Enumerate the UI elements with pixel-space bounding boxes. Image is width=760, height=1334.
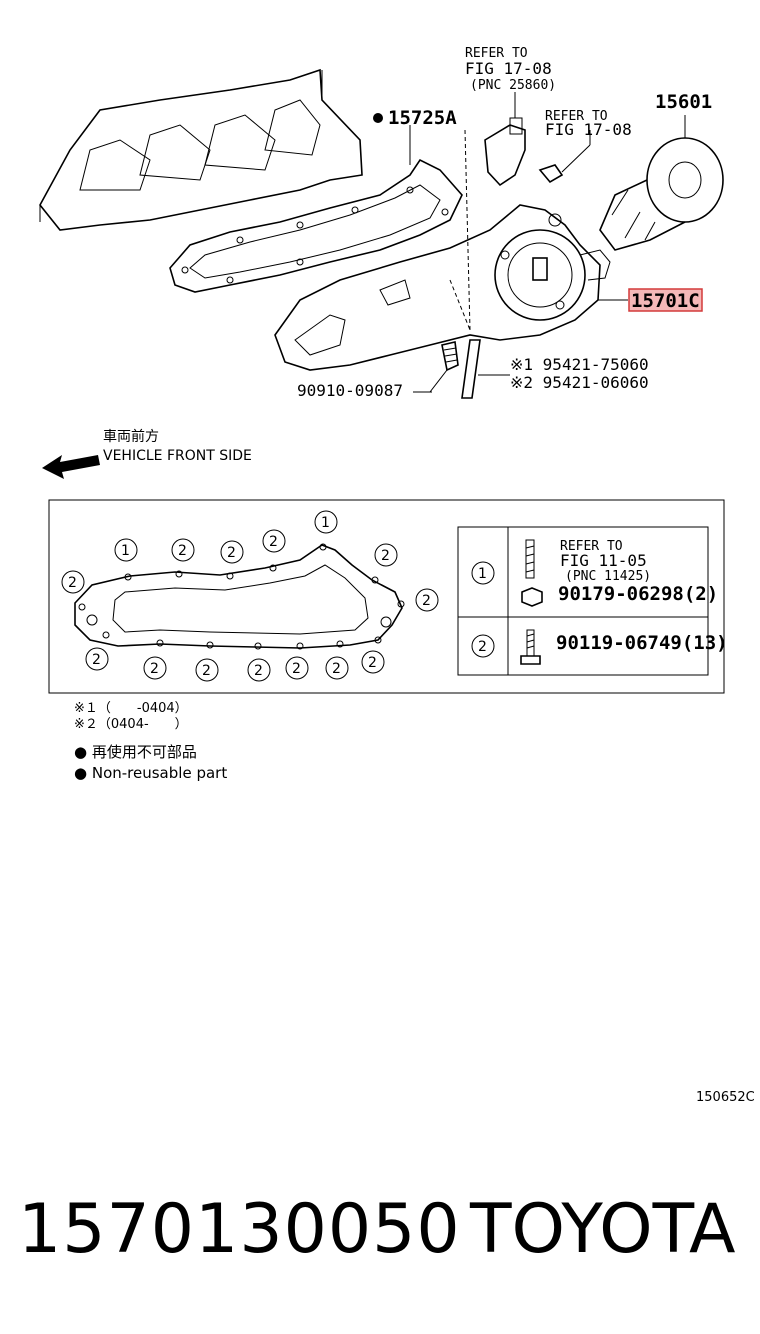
filter-housing-drawing [274, 129, 611, 371]
pipe-drawing [461, 339, 510, 399]
diagram-ref-code: 150652C [696, 1090, 755, 1105]
gasket-drawing [169, 158, 463, 293]
stud-bolt-part-number: 90910-09087 [297, 381, 403, 400]
engine-block-drawing [39, 68, 363, 231]
gasket-mark-left-1: 2 [61, 570, 85, 594]
svg-text:2: 2 [381, 548, 390, 564]
parts-diagram: REFER TO FIG 17-08 (PNC 25860) REFER TO … [39, 46, 728, 782]
sensor-ref-line3: (PNC 25860) [470, 78, 556, 93]
sensor-ref-line1: REFER TO [465, 46, 528, 61]
footer-part-number: 1570130050 [18, 1190, 461, 1269]
gasket-mark-top-3: 2 [220, 540, 244, 564]
stud-bolt-drawing [429, 341, 459, 393]
gasket-mark-bottom-4: 2 [247, 658, 271, 682]
bolt-icon [520, 629, 541, 665]
gasket-mark-bottom-7: 2 [361, 650, 385, 674]
legend-row2-part: 90119-06749(13) [556, 632, 728, 654]
svg-text:2: 2 [368, 655, 377, 671]
svg-text:2: 2 [332, 661, 341, 677]
non-reusable-dot-icon [373, 113, 383, 123]
sensor-drawing [484, 92, 526, 187]
footer-brand: TOYOTA [470, 1190, 736, 1269]
legend-row1-ref3: (PNC 11425) [565, 569, 651, 584]
long-bolt-icon [525, 539, 535, 579]
legend-row1-ref1: REFER TO [560, 539, 623, 554]
small-bolt-drawing [538, 130, 591, 184]
note-nonreusable-jp: ● 再使用不可部品 [74, 743, 197, 761]
bolt-ref-line2: FIG 17-08 [545, 120, 632, 139]
legend-row1-num: 1 [478, 566, 487, 582]
gasket-mark-top-2: 2 [171, 538, 195, 562]
svg-text:1: 1 [121, 543, 130, 559]
pipe-part-number-a: ※1 95421-75060 [510, 355, 649, 374]
oil-filter-drawing [599, 115, 724, 251]
legend-row1-ref2: FIG 11-05 [560, 551, 647, 570]
gasket-mark-bottom-3: 2 [195, 658, 219, 682]
legend-table: 1 REFER TO FIG 11-05 (PNC 11425) 90179-0… [457, 526, 728, 676]
svg-text:2: 2 [202, 663, 211, 679]
legend-row1-part: 90179-06298(2) [558, 583, 718, 605]
gasket-mark-bottom-5: 2 [285, 656, 309, 680]
front-arrow-icon [42, 455, 100, 479]
note-1: ※１（ -0404） [74, 701, 188, 716]
gasket-part-number: 15725A [388, 107, 457, 129]
svg-text:2: 2 [227, 545, 236, 561]
direction-label-en: VEHICLE FRONT SIDE [103, 448, 252, 464]
svg-text:2: 2 [68, 575, 77, 591]
gasket-mark-top-6: 2 [374, 543, 398, 567]
sensor-ref-line2: FIG 17-08 [465, 59, 552, 78]
note-nonreusable-en: ● Non-reusable part [74, 764, 227, 782]
nut-icon [521, 587, 543, 607]
svg-text:1: 1 [321, 515, 330, 531]
gasket-mark-bottom-6: 2 [325, 656, 349, 680]
housing-part-number[interactable]: 15701C [631, 290, 700, 312]
svg-text:2: 2 [150, 661, 159, 677]
gasket-mark-bottom-1: 2 [85, 647, 109, 671]
svg-text:2: 2 [422, 593, 431, 609]
detail-box [48, 499, 725, 694]
housing-highlight [628, 288, 703, 312]
svg-text:2: 2 [254, 663, 263, 679]
gasket-mark-top-1: 1 [114, 538, 138, 562]
svg-text:2: 2 [269, 534, 278, 550]
legend-row2-num: 2 [478, 639, 487, 655]
filter-part-number: 15601 [655, 91, 712, 113]
svg-text:2: 2 [292, 661, 301, 677]
svg-text:2: 2 [178, 543, 187, 559]
direction-label-jp: 車両前方 [103, 428, 159, 445]
note-2: ※２（0404- ） [74, 717, 188, 732]
svg-text:2: 2 [92, 652, 101, 668]
gasket-mark-top-5: 1 [314, 510, 338, 534]
detail-gasket-drawing [74, 543, 405, 650]
gasket-mark-top-4: 2 [262, 529, 286, 553]
bolt-ref-line1: REFER TO [545, 109, 608, 124]
gasket-mark-bottom-2: 2 [143, 656, 167, 680]
gasket-mark-right-1: 2 [415, 588, 439, 612]
pipe-part-number-b: ※2 95421-06060 [510, 373, 649, 392]
